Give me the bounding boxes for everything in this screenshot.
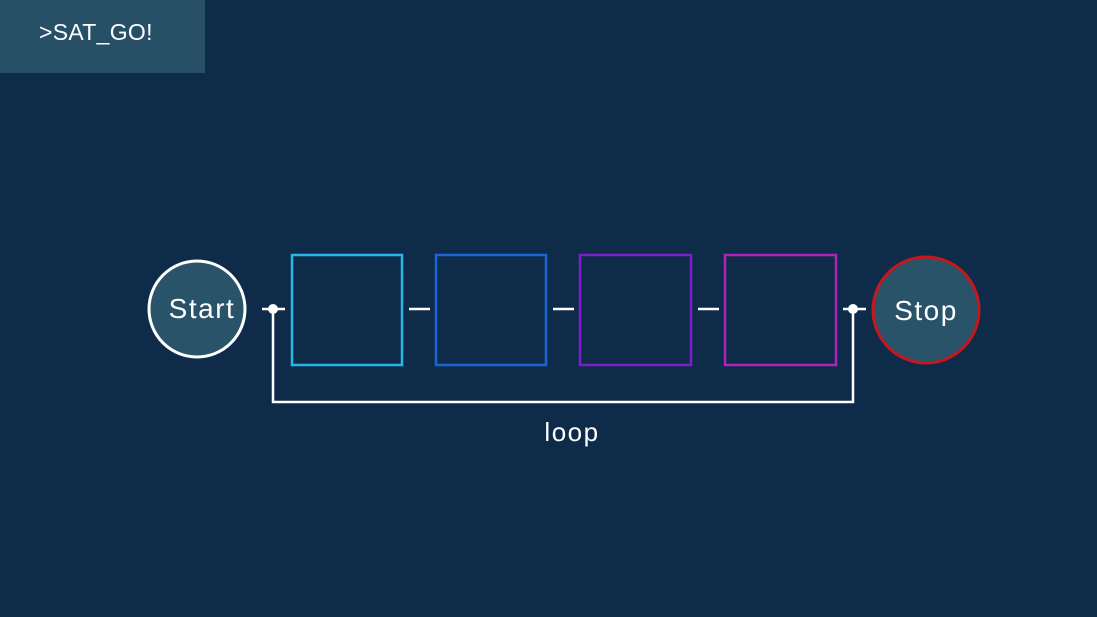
start-node — [147, 259, 247, 359]
stop-node — [871, 255, 981, 365]
step-box-2 — [434, 253, 548, 367]
step-box-1 — [290, 253, 404, 367]
stop-node-label: Stop — [894, 295, 958, 326]
brand-badge: >SAT_GO! — [0, 0, 205, 73]
step-box-4 — [723, 253, 838, 367]
brand-label: >SAT_GO! — [39, 19, 153, 45]
start-junction-dot — [268, 304, 278, 314]
loop-connector — [271, 309, 855, 404]
loop-label: loop — [544, 417, 599, 447]
start-node-label: Start — [169, 293, 236, 324]
stop-junction-dot — [848, 304, 858, 314]
step-box-3 — [578, 253, 693, 367]
